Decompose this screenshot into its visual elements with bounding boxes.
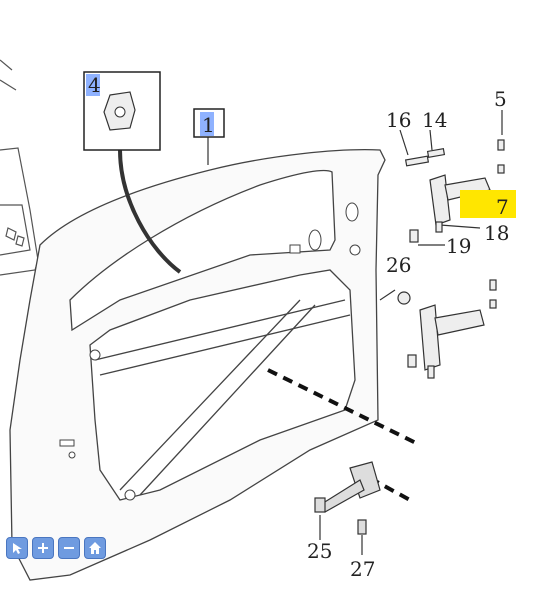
lower-hinge: [397, 279, 497, 379]
zoom-out-icon: [64, 547, 74, 549]
callout-27: 27: [350, 557, 375, 581]
home-icon: [89, 542, 101, 554]
zoom-out-button[interactable]: [58, 537, 80, 559]
callout-7-highlight: [460, 190, 516, 218]
zoom-in-button[interactable]: [32, 537, 54, 559]
home-button[interactable]: [84, 537, 106, 559]
callout-18: 18: [484, 221, 509, 245]
body-fragment-left: [0, 59, 39, 276]
callout-16: 16: [386, 108, 411, 132]
pointer-icon: [13, 543, 22, 554]
pointer-button[interactable]: [6, 537, 28, 559]
callout-25: 25: [307, 539, 332, 563]
callout-19: 19: [446, 234, 471, 258]
callout-4: 4: [88, 73, 101, 97]
leader-lines: [118, 110, 503, 555]
callout-1: 1: [202, 113, 215, 137]
callout-1-highlight: [200, 112, 214, 136]
hinge-axis-dashed: [267, 368, 421, 502]
door-check-strap: [314, 461, 381, 535]
frame-holes: [59, 202, 361, 501]
upper-hinge: [404, 139, 505, 243]
zoom-in-icon: [38, 543, 48, 553]
callout-5: 5: [494, 87, 507, 111]
callout-7: 7: [496, 195, 509, 219]
door-frame: [9, 149, 386, 581]
callout-14: 14: [422, 108, 447, 132]
callout-26: 26: [386, 253, 411, 277]
nut-inset-box: [83, 71, 161, 151]
zoom-toolbar: [6, 537, 106, 559]
callout-4-highlight: [86, 74, 100, 96]
